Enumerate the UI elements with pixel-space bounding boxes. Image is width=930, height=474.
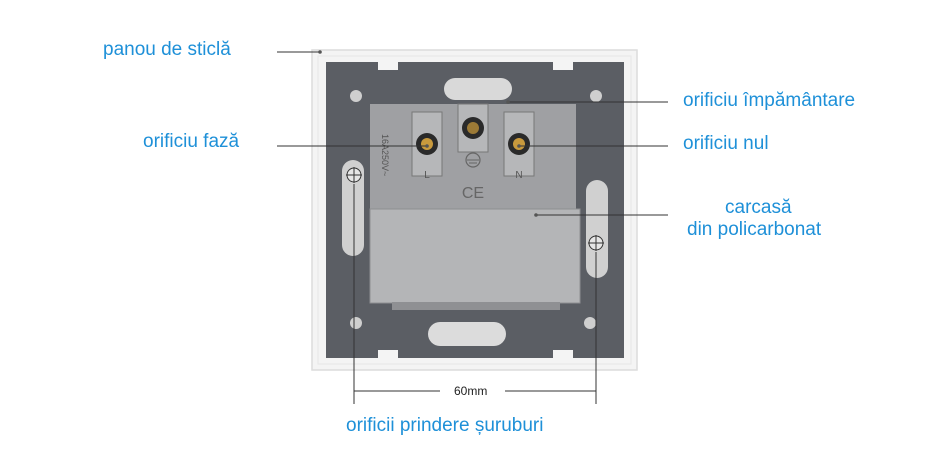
label-neutral-hole: orificiu nul <box>683 133 769 154</box>
terminal-ground <box>457 103 489 168</box>
right-slot <box>586 180 608 278</box>
ce-mark: CE <box>462 185 484 202</box>
top-slot <box>444 78 512 100</box>
label-phase-hole: orificiu fază <box>143 131 240 152</box>
label-glass-panel: panou de sticlă <box>103 39 231 60</box>
terminal-l <box>411 111 443 177</box>
label-ground-hole: orificiu împământare <box>683 90 856 111</box>
label-screw-holes: orificii prindere șuruburi <box>346 415 544 436</box>
terminal-n <box>503 111 535 177</box>
label-housing-line1: carcasă <box>725 197 792 218</box>
dimension-60mm: 60mm <box>454 384 488 398</box>
frame-holes <box>350 90 602 329</box>
rating-label: 16A250V~ <box>380 134 390 176</box>
screw-hole-left <box>346 167 362 183</box>
left-slot <box>342 160 364 256</box>
bottom-slot <box>428 322 506 346</box>
glass-panel-edge <box>317 55 632 365</box>
housing-lip <box>392 302 560 310</box>
terminal-n-label: N <box>515 170 522 181</box>
leader-lines <box>277 50 668 404</box>
housing-lower <box>369 208 581 304</box>
label-housing-line2: din policarbonat <box>687 219 822 240</box>
terminal-l-label: L <box>424 170 430 181</box>
screw-hole-right <box>588 235 604 251</box>
